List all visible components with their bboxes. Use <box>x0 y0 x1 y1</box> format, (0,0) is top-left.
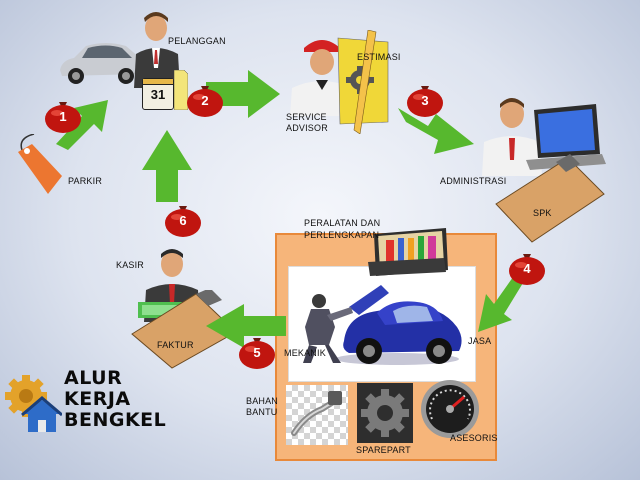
step-bubble-1: 1 <box>44 98 82 134</box>
arrow-6 <box>142 130 192 202</box>
bahan-bantu-image <box>286 385 348 445</box>
arrow-4 <box>478 270 526 332</box>
calendar-binding <box>143 79 173 85</box>
step-number-4: 4 <box>523 261 531 276</box>
label-bantu: BANTU <box>246 407 278 417</box>
step-number-6: 6 <box>179 213 187 228</box>
label-perlengkapan: PERLENGKAPAN <box>304 230 380 240</box>
page-title: ALUR KERJA BENGKEL <box>64 368 166 431</box>
spk-clipboard-icon <box>495 154 605 243</box>
service-advisor-icon <box>290 40 354 116</box>
label-parkir: PARKIR <box>68 176 103 186</box>
title-line-3: BENGKEL <box>64 409 167 431</box>
gear-house-logo-icon <box>5 375 62 432</box>
calendar-number: 31 <box>150 87 166 102</box>
step-bubble-3: 3 <box>406 82 444 118</box>
arrow-3 <box>398 108 474 154</box>
label-faktur: FAKTUR <box>157 340 194 350</box>
label-advisor: ADVISOR <box>286 123 328 133</box>
asesoris-gauge-icon <box>421 380 479 438</box>
step-number-1: 1 <box>59 109 67 124</box>
step-number-3: 3 <box>421 93 429 108</box>
car-icon <box>60 43 143 84</box>
parking-tag-icon <box>18 134 62 194</box>
step-number-2: 2 <box>201 93 209 108</box>
step-bubble-6: 6 <box>164 202 202 238</box>
label-pelanggan: PELANGGAN <box>168 36 226 46</box>
label-peralatan: PERALATAN DAN <box>304 218 381 228</box>
title-line-1: ALUR <box>64 367 123 389</box>
title-line-2: KERJA <box>64 388 131 410</box>
label-estimasi: ESTIMASI <box>357 52 401 62</box>
label-service: SERVICE <box>286 112 327 122</box>
arrow-5 <box>206 304 286 348</box>
label-bahan: BAHAN <box>246 396 279 406</box>
label-mekanik: MEKANIK <box>284 348 326 358</box>
toolbox-icon <box>368 228 448 276</box>
step-bubble-2: 2 <box>186 82 224 118</box>
label-kasir: KASIR <box>116 260 145 270</box>
label-administrasi: ADMINISTRASI <box>440 176 507 186</box>
label-asesoris: ASESORIS <box>450 433 498 443</box>
document-icon <box>174 70 188 110</box>
calendar-icon: 31 <box>142 78 174 110</box>
sparepart-gear-icon <box>357 383 413 443</box>
step-number-5: 5 <box>253 345 261 360</box>
step-bubble-4: 4 <box>508 250 546 286</box>
step-bubble-5: 5 <box>238 334 276 370</box>
arrow-2 <box>206 70 280 118</box>
repair-scene <box>288 266 476 382</box>
label-jasa: JASA <box>468 336 492 346</box>
arrow-1 <box>56 100 108 150</box>
label-sparepart: SPAREPART <box>356 445 411 455</box>
estimate-document-icon <box>337 30 389 134</box>
label-spk: SPK <box>533 208 552 218</box>
